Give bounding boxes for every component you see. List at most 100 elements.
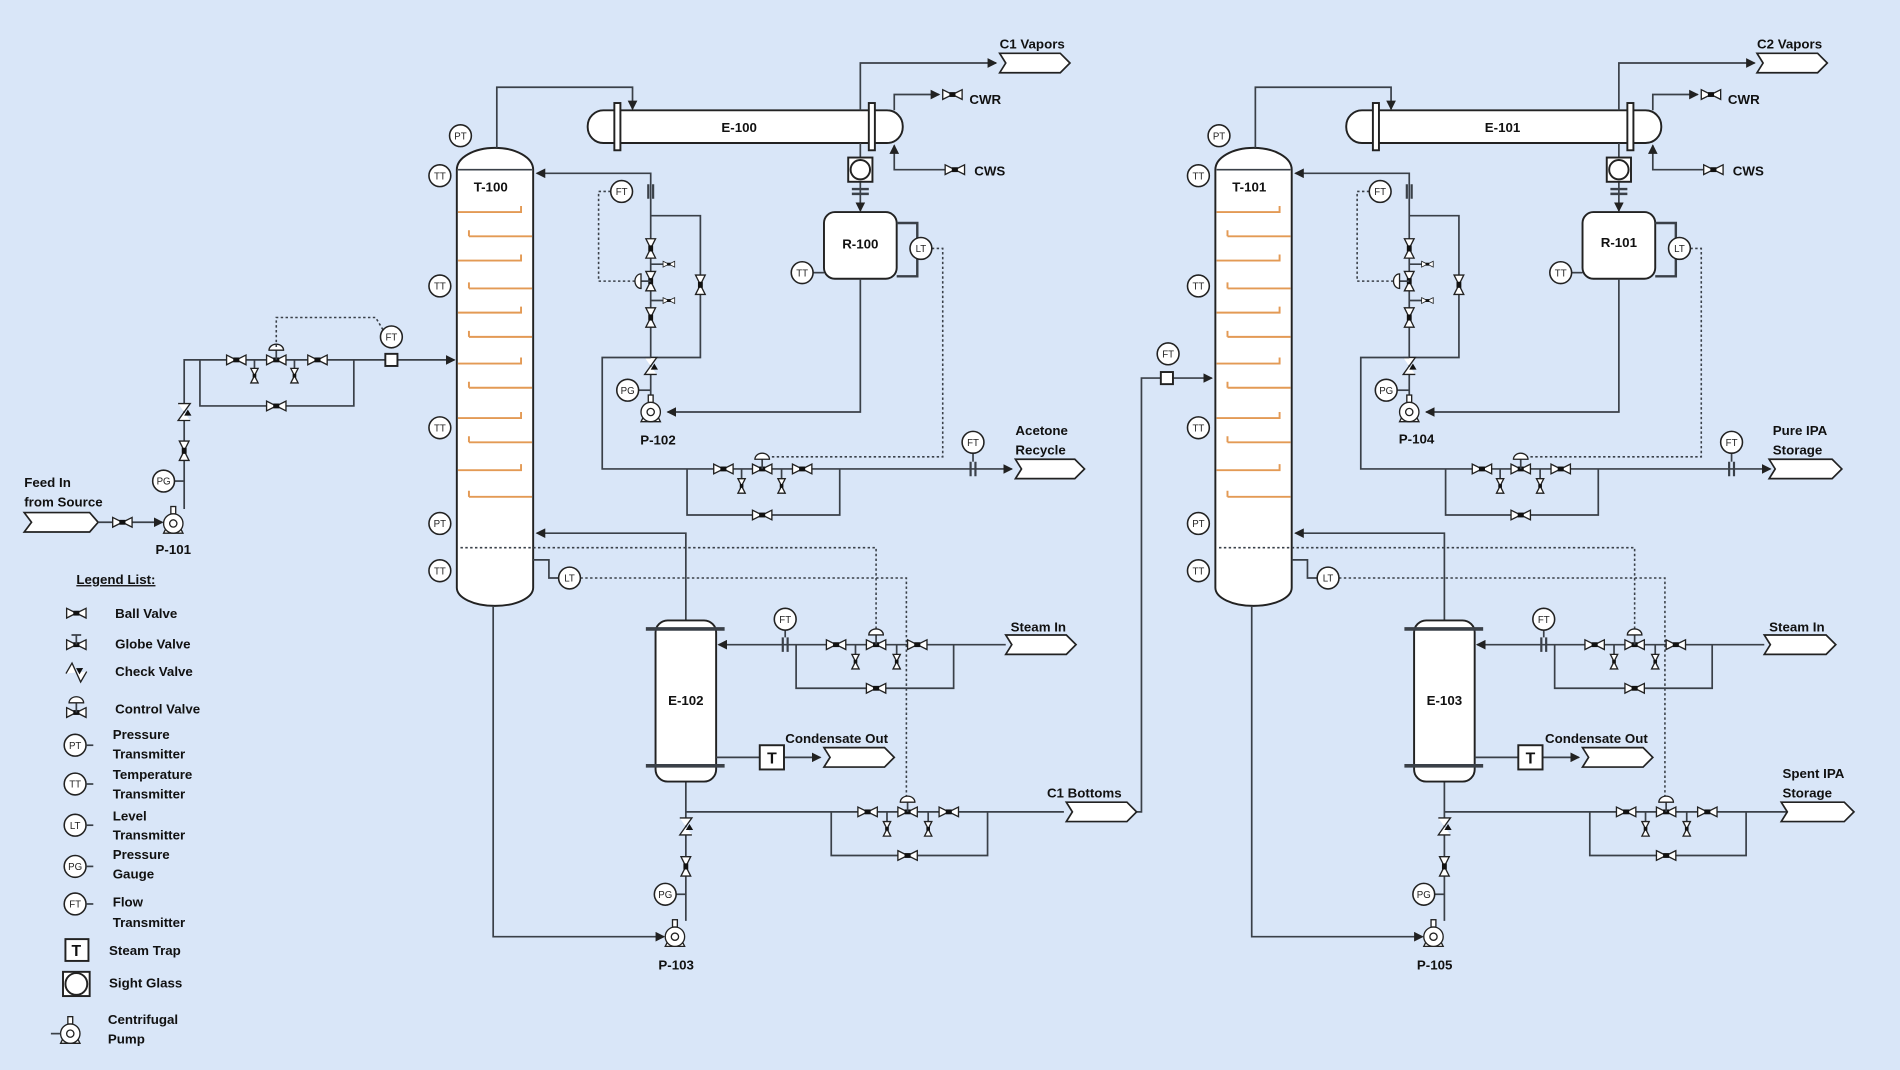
ball-valve[interactable] [178, 440, 190, 462]
ball-valve[interactable] [751, 509, 773, 521]
svg-text:TT: TT [434, 423, 446, 434]
stream-connectors: C1 Vapors C2 Vapors CWR CWS CWR CWS Acet… [785, 36, 1856, 823]
ball-valve[interactable] [906, 639, 928, 651]
svg-text:PG: PG [658, 890, 672, 901]
svg-text:PG: PG [621, 386, 635, 397]
svg-text:Ball Valve: Ball Valve [115, 606, 177, 621]
svg-text:TT: TT [434, 282, 446, 293]
ball-valve[interactable] [865, 682, 887, 694]
svg-text:Flow: Flow [113, 894, 144, 909]
steam-in-connector[interactable] [1762, 634, 1837, 656]
ball-valve[interactable] [112, 516, 133, 528]
spent-ipa-connector[interactable] [1779, 801, 1856, 823]
svg-text:Centrifugal: Centrifugal [108, 1012, 178, 1027]
svg-text:Feed In: Feed In [24, 475, 71, 490]
cws-label: CWS [974, 164, 1005, 179]
pressure-gauge[interactable]: PG [653, 882, 677, 906]
pressure-gauge[interactable]: PG [151, 469, 176, 493]
control-valve[interactable] [267, 344, 286, 365]
feed-section: FT PG Feed In from Source [22, 316, 456, 534]
pump-label: P-103 [658, 957, 694, 972]
ball-valve[interactable] [791, 463, 813, 475]
condenser-shell[interactable] [586, 109, 904, 144]
level-transmitter[interactable]: LT [909, 236, 933, 261]
svg-text:PT: PT [454, 131, 466, 142]
steam-in-connector[interactable] [1004, 634, 1078, 656]
svg-text:Gauge: Gauge [113, 867, 154, 882]
svg-text:PG: PG [157, 477, 171, 488]
ball-valve[interactable] [857, 806, 878, 818]
ball-valve[interactable] [645, 307, 657, 328]
c1-bottoms-connector[interactable] [1064, 801, 1138, 823]
temperature-transmitter[interactable]: TT [428, 164, 452, 188]
legend-title: Legend List: [76, 572, 155, 587]
c1-vapors-connector[interactable] [998, 52, 1072, 74]
control-valve[interactable] [635, 271, 656, 290]
svg-text:T: T [72, 943, 82, 960]
check-valve[interactable] [679, 817, 694, 836]
pure-ipa-connector[interactable] [1767, 458, 1844, 480]
steam-trap [758, 744, 785, 771]
svg-text:FT: FT [967, 438, 979, 449]
pressure-transmitter[interactable]: PT [428, 511, 452, 536]
flow-transmitter[interactable]: FT [961, 430, 985, 454]
pump[interactable] [640, 394, 662, 423]
feed-connector[interactable] [22, 511, 100, 533]
ball-valve[interactable] [897, 849, 918, 862]
c2-vapors-connector[interactable] [1755, 52, 1829, 74]
condensate-connector[interactable] [1580, 746, 1655, 768]
column-vessel[interactable] [455, 146, 535, 607]
svg-text:TT: TT [434, 171, 446, 182]
temperature-transmitter[interactable]: TT [790, 260, 814, 285]
check-valve[interactable] [643, 356, 659, 376]
svg-text:T: T [767, 750, 777, 767]
ball-valve[interactable] [680, 856, 692, 877]
ball-valve[interactable] [713, 463, 734, 475]
flow-transmitter[interactable]: FT [1156, 342, 1180, 366]
svg-text:Storage: Storage [1773, 442, 1823, 457]
temperature-transmitter[interactable]: TT [428, 559, 452, 583]
pump[interactable] [664, 919, 686, 948]
svg-text:Transmitter: Transmitter [113, 915, 186, 930]
reboiler-label: E-102 [668, 693, 704, 708]
svg-text:FT: FT [779, 615, 791, 626]
pump-icon [50, 1015, 81, 1044]
ball-valve[interactable] [944, 164, 966, 176]
pump[interactable] [162, 505, 184, 534]
drum-label: R-100 [842, 236, 878, 251]
column-trays [458, 206, 532, 498]
ball-valve[interactable] [645, 238, 657, 259]
svg-text:Pump: Pump [108, 1031, 145, 1046]
flow-transmitter[interactable]: FT [379, 325, 404, 349]
flow-transmitter[interactable]: FT [609, 179, 634, 204]
ball-valve[interactable] [265, 400, 287, 412]
pressure-transmitter[interactable]: PT [448, 124, 473, 148]
acetone-recycle-connector[interactable] [1013, 458, 1086, 480]
column-label: T-100 [474, 179, 508, 194]
condensate-connector[interactable] [822, 746, 896, 768]
svg-text:LT: LT [916, 244, 927, 255]
pressure-gauge[interactable]: PG [615, 378, 640, 402]
control-valve[interactable] [898, 796, 917, 817]
svg-text:C1 Bottoms: C1 Bottoms [1047, 785, 1122, 800]
temperature-transmitter[interactable]: TT [428, 416, 452, 440]
ball-valve[interactable] [225, 354, 247, 366]
pump-label: P-102 [640, 433, 676, 448]
reboiler-shell[interactable] [654, 619, 718, 783]
ball-valve[interactable] [942, 89, 963, 101]
ball-valve[interactable] [938, 806, 960, 818]
ball-valve[interactable] [825, 639, 847, 651]
control-valve[interactable] [752, 453, 771, 474]
control-valve[interactable] [866, 629, 885, 650]
globe-valve[interactable] [694, 274, 706, 296]
svg-text:Acetone: Acetone [1015, 423, 1068, 438]
check-valve[interactable] [177, 402, 193, 422]
flow-transmitter[interactable]: FT [773, 607, 797, 631]
level-transmitter[interactable]: LT [557, 566, 582, 590]
temperature-transmitter[interactable]: TT [428, 274, 452, 298]
pump-label: P-104 [1399, 432, 1435, 447]
ball-valve[interactable] [307, 354, 328, 366]
svg-text:Pure IPA: Pure IPA [1773, 423, 1828, 438]
svg-text:Steam In: Steam In [1769, 619, 1825, 634]
distillation-unit: T PT TT TT TT PT TT LT FT LT TT PG FT FT… [428, 58, 1064, 948]
